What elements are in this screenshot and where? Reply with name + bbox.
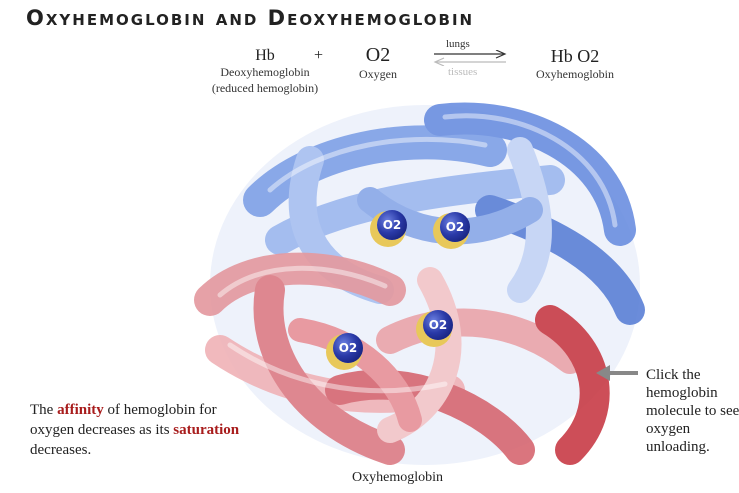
left-arrow-icon: [596, 364, 640, 382]
hbo2-symbol: Hb O2: [520, 46, 630, 66]
reaction-arrows-icon: [430, 50, 510, 66]
reverse-arrow-label: tissues: [448, 66, 477, 78]
affinity-highlight: affinity: [57, 402, 104, 418]
oxygen-badge-4: O2: [333, 333, 363, 363]
click-instruction: Click the hemoglobin molecule to see oxy…: [646, 366, 739, 456]
hbo2-name: Oxyhemoglobin: [520, 66, 630, 82]
hb-name: Deoxyhemoglobin: [200, 64, 330, 80]
o2-symbol: O2: [348, 44, 408, 66]
molecule-label: Oxyhemoglobin: [352, 470, 443, 486]
saturation-highlight: saturation: [173, 422, 239, 438]
hemoglobin-molecule[interactable]: O2 O2 O2 O2: [190, 90, 660, 470]
oxygen-badge-1: O2: [377, 210, 407, 240]
hemoglobin-ribbon-icon: [190, 90, 660, 470]
caption-text-3: decreases.: [30, 442, 91, 458]
affinity-caption: The affinity of hemoglobin for oxygen de…: [30, 400, 240, 460]
oxygen-badge-2: O2: [440, 212, 470, 242]
product-hbo2: Hb O2 Oxyhemoglobin: [520, 46, 630, 82]
hb-symbol: Hb: [200, 48, 330, 64]
forward-arrow-label: lungs: [446, 38, 470, 50]
o2-name: Oxygen: [348, 66, 408, 82]
oxygen-badge-3: O2: [423, 310, 453, 340]
plus-sign: +: [314, 48, 323, 64]
caption-text-1: The: [30, 402, 57, 418]
reactant-o2: O2 Oxygen: [348, 44, 408, 82]
reactant-hb: Hb Deoxyhemoglobin (reduced hemoglobin): [200, 48, 330, 96]
page-title: Oxyhemoglobin and Deoxyhemoglobin: [26, 6, 474, 30]
